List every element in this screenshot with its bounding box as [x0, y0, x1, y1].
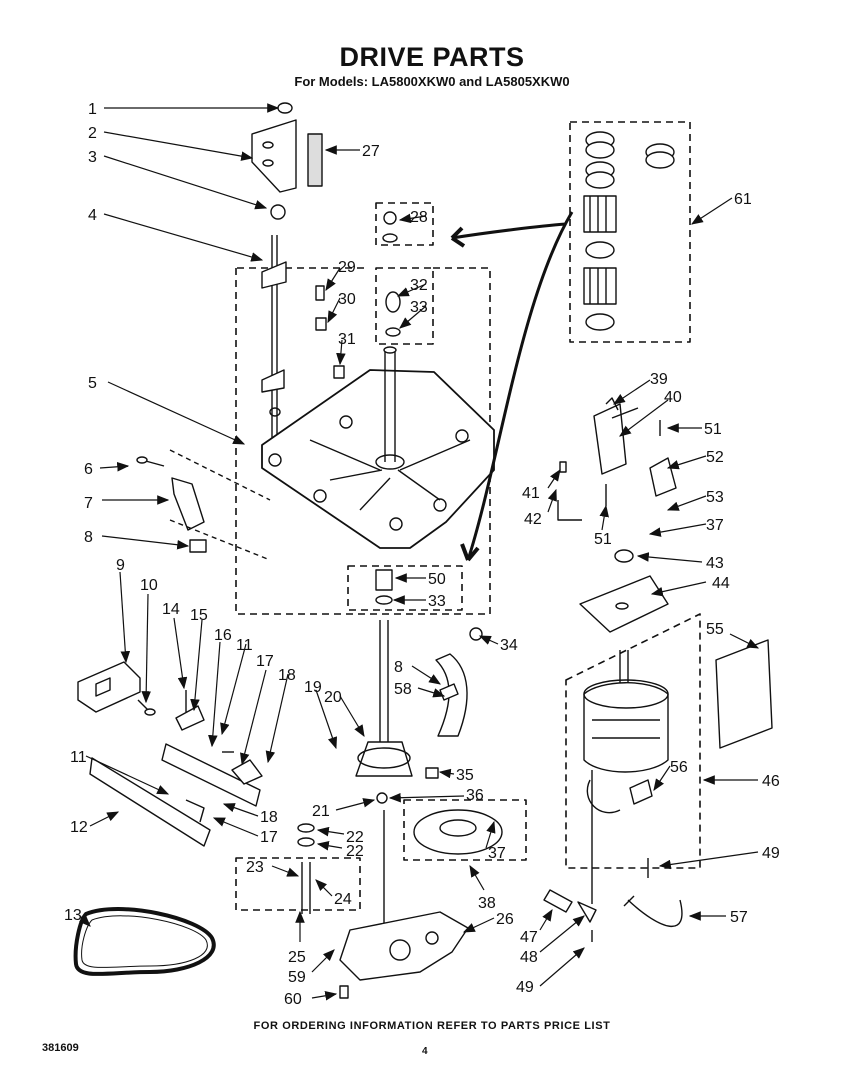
reference-arrows — [450, 211, 574, 562]
callout-label-2: 2 — [88, 125, 97, 142]
callout-label-13: 13 — [64, 907, 82, 924]
callout-label-31: 31 — [338, 331, 356, 348]
callout-label-14: 14 — [162, 601, 180, 618]
motor-assembly — [543, 397, 773, 942]
callout-label-32: 32 — [410, 277, 428, 294]
callout-label-37: 37 — [706, 517, 724, 534]
callout-label-27: 27 — [362, 143, 380, 160]
bearing-parts — [375, 211, 401, 605]
callout-label-23: 23 — [246, 859, 264, 876]
callout-label-11: 11 — [236, 637, 253, 654]
callout-label-3: 3 — [88, 149, 97, 166]
callout-label-19: 19 — [304, 679, 322, 696]
callout-label-39: 39 — [650, 371, 668, 388]
callout-label-34: 34 — [500, 637, 518, 654]
ordering-footer: FOR ORDERING INFORMATION REFER TO PARTS … — [253, 1020, 611, 1032]
transmission-assembly — [297, 620, 503, 999]
callout-label-42: 42 — [524, 511, 542, 528]
callout-label-46: 46 — [762, 773, 780, 790]
callout-label-48: 48 — [520, 949, 538, 966]
callout-label-44: 44 — [712, 575, 730, 592]
model-subtitle: For Models: LA5800XKW0 and LA5805XKW0 — [294, 74, 570, 89]
callout-label-4: 4 — [88, 207, 97, 224]
callout-label-7: 7 — [84, 495, 93, 512]
callout-label-21: 21 — [312, 803, 330, 820]
callout-label-41: 41 — [522, 485, 540, 502]
callout-label-5: 5 — [88, 375, 97, 392]
callout-label-37: 37 — [488, 845, 506, 862]
callout-label-53: 53 — [706, 489, 724, 506]
callout-label-58: 58 — [394, 681, 412, 698]
callout-label-49: 49 — [762, 845, 780, 862]
upper-linkage — [251, 102, 345, 440]
callout-label-8: 8 — [84, 529, 93, 546]
dashed-group-boxes — [235, 121, 701, 911]
base-plate — [261, 346, 495, 549]
callout-label-51: 51 — [704, 421, 722, 438]
callout-label-8: 8 — [394, 659, 403, 676]
callout-label-61: 61 — [734, 191, 752, 208]
callout-label-35: 35 — [456, 767, 474, 784]
document-number: 381609 — [42, 1042, 79, 1054]
callout-label-55: 55 — [706, 621, 724, 638]
callout-label-38: 38 — [478, 895, 496, 912]
callout-label-11: 11 — [70, 749, 87, 766]
callout-label-52: 52 — [706, 449, 724, 466]
callout-label-6: 6 — [84, 461, 93, 478]
bearing-kit — [583, 131, 675, 331]
callout-label-47: 47 — [520, 929, 538, 946]
callout-label-18: 18 — [260, 809, 278, 826]
callout-label-33: 33 — [410, 299, 428, 316]
callout-label-9: 9 — [116, 557, 125, 574]
callout-label-18: 18 — [278, 667, 296, 684]
page-title: DRIVE PARTS — [339, 42, 525, 72]
callout-label-60: 60 — [284, 991, 302, 1008]
callout-label-28: 28 — [410, 209, 428, 226]
left-bracket — [136, 449, 271, 561]
callout-label-50: 50 — [428, 571, 446, 588]
callout-label-17: 17 — [256, 653, 274, 670]
callout-label-24: 24 — [334, 891, 352, 908]
callout-label-43: 43 — [706, 555, 724, 572]
callout-label-22: 22 — [346, 843, 364, 860]
callout-label-29: 29 — [338, 259, 356, 276]
callout-label-57: 57 — [730, 909, 748, 926]
callout-label-51: 51 — [594, 531, 612, 548]
callout-label-22: 22 — [346, 829, 364, 846]
callout-label-36: 36 — [466, 787, 484, 804]
callout-label-1: 1 — [88, 101, 97, 118]
callout-label-59: 59 — [288, 969, 306, 986]
callout-label-30: 30 — [338, 291, 356, 308]
lower-left-parts — [73, 661, 263, 976]
callout-label-40: 40 — [664, 389, 682, 406]
callout-label-15: 15 — [190, 607, 208, 624]
callout-label-33: 33 — [428, 593, 446, 610]
callout-label-25: 25 — [288, 949, 306, 966]
callout-label-26: 26 — [496, 911, 514, 928]
callout-label-49: 49 — [516, 979, 534, 996]
callout-label-20: 20 — [324, 689, 342, 706]
callout-label-12: 12 — [70, 819, 88, 836]
leader-lines — [78, 103, 760, 1001]
callout-label-16: 16 — [214, 627, 232, 644]
callout-label-10: 10 — [140, 577, 158, 594]
page-number: 4 — [422, 1046, 428, 1057]
callout-label-17: 17 — [260, 829, 278, 846]
callout-label-56: 56 — [670, 759, 688, 776]
